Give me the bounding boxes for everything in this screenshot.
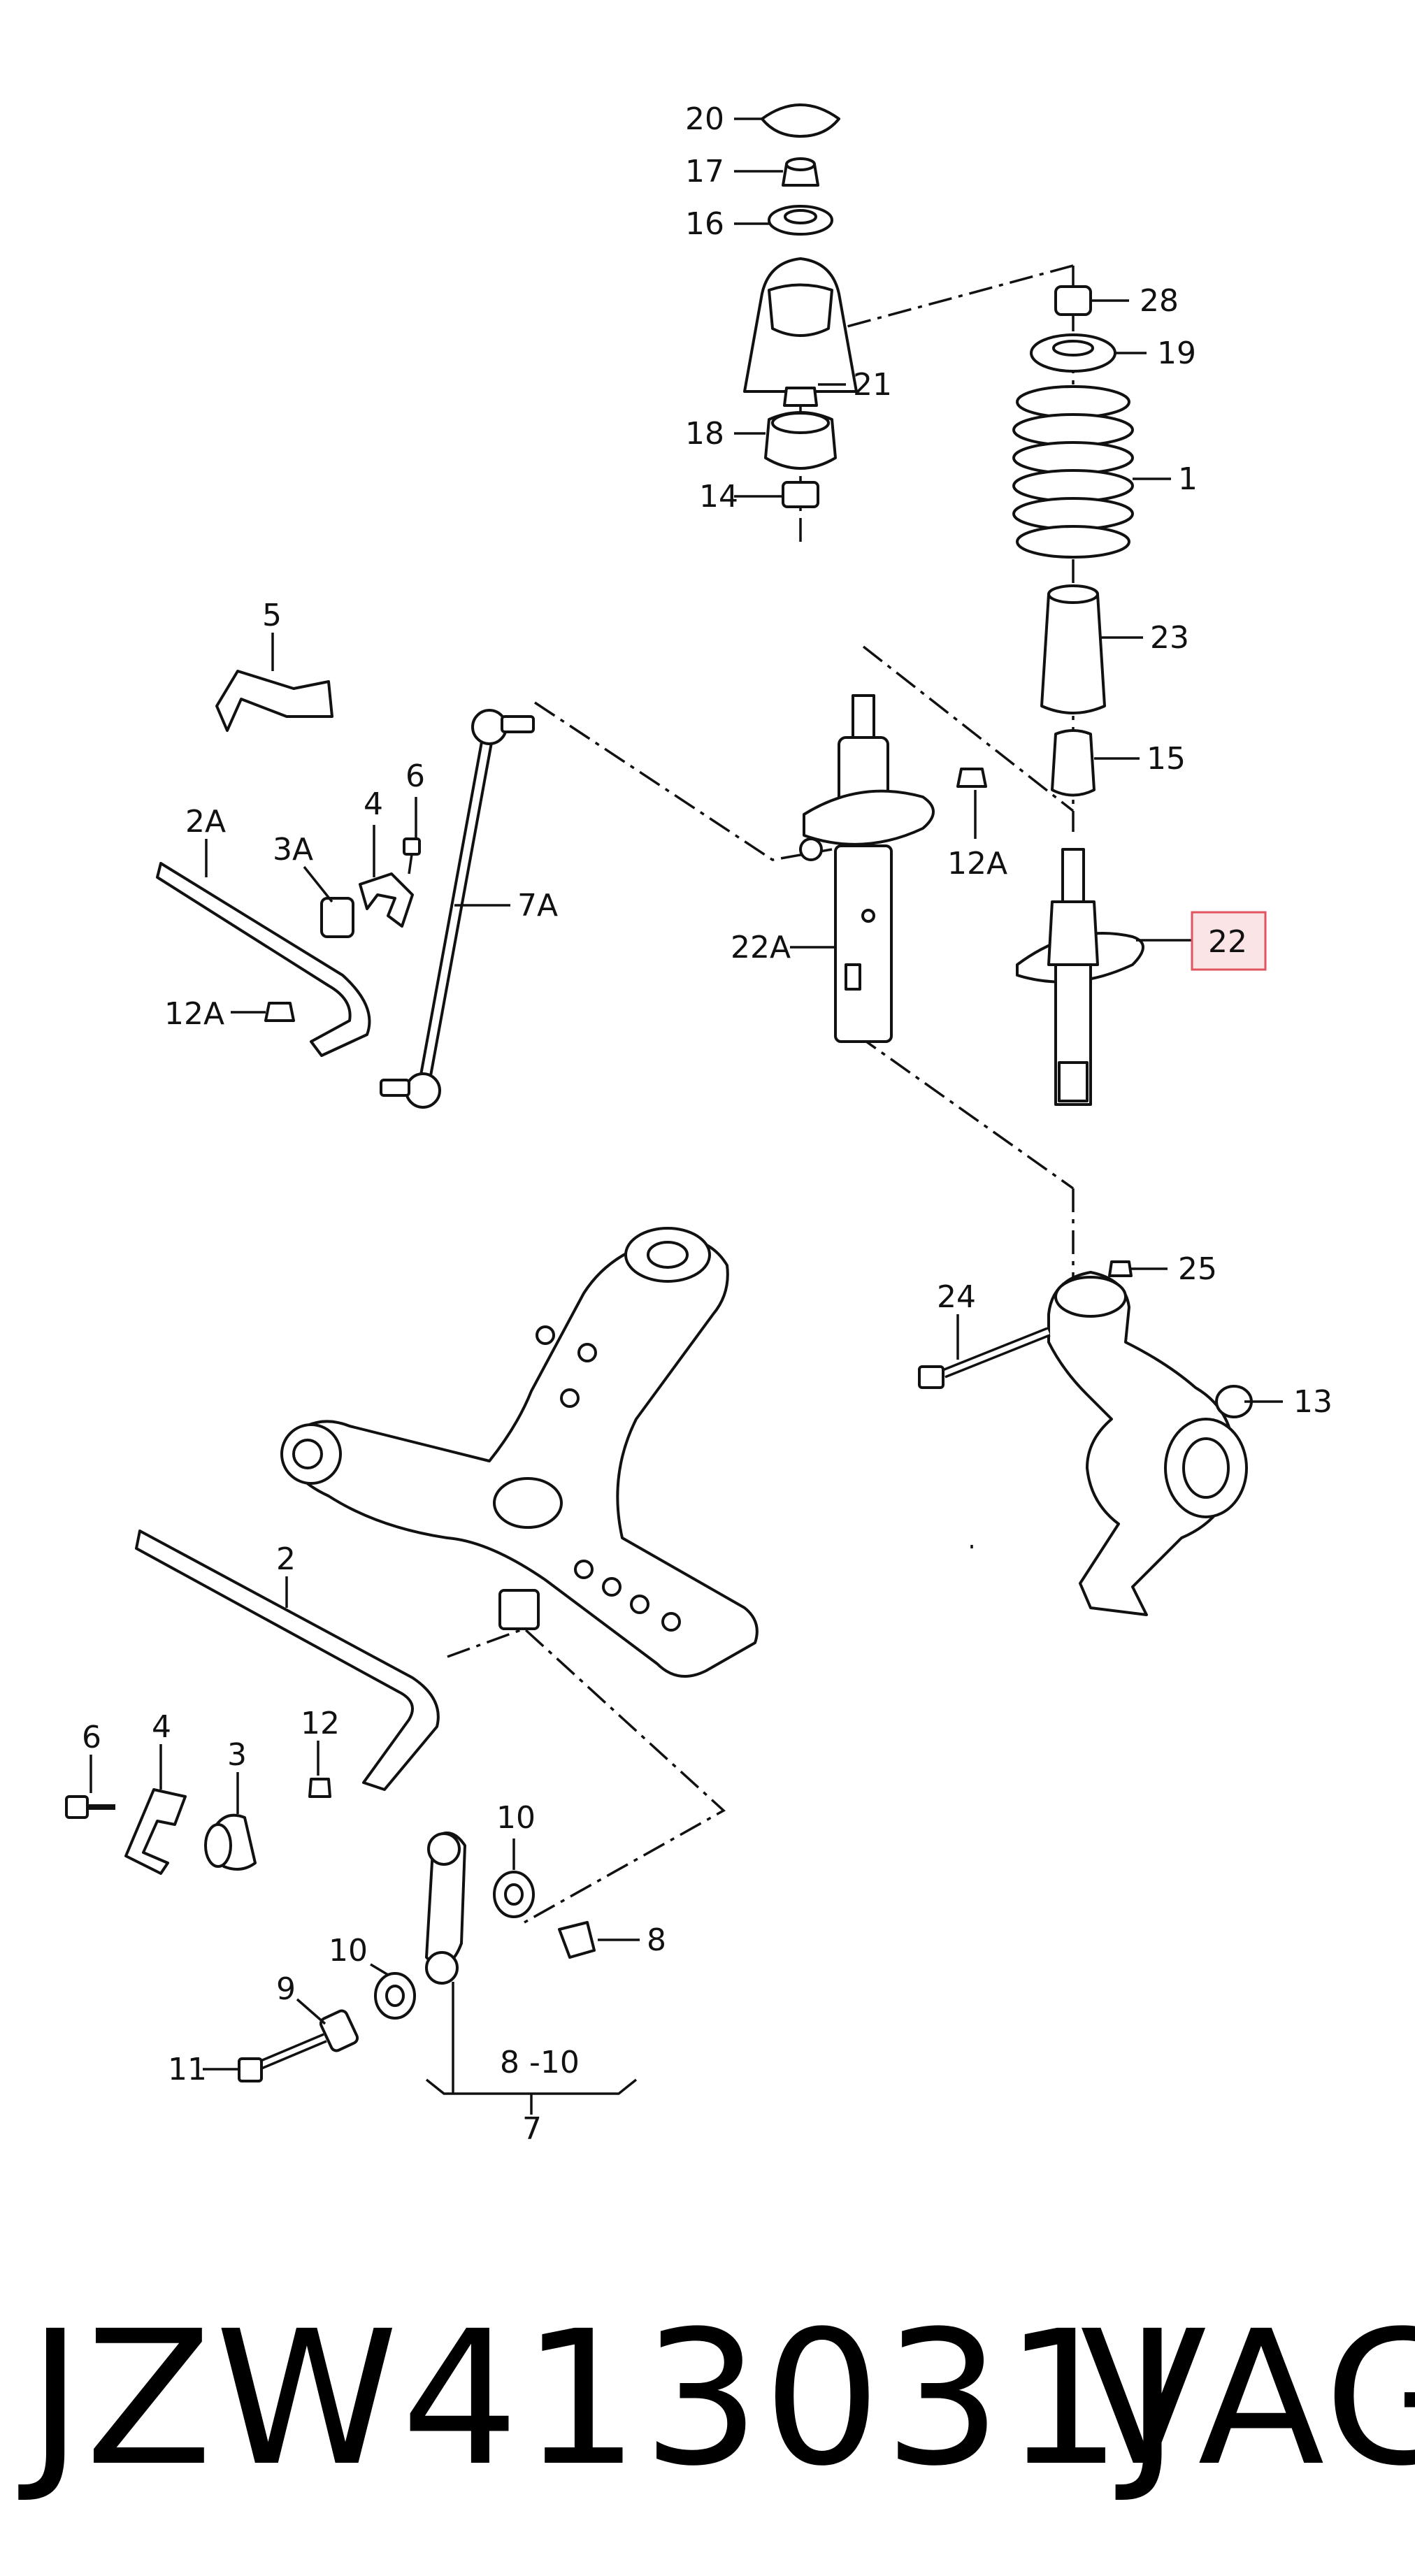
callout-1: 1 (1178, 461, 1198, 497)
callout-24: 24 (937, 1279, 976, 1315)
callout-7: 7 (522, 2111, 542, 2147)
part-8-bolt (558, 1921, 596, 1959)
part-23-bellows (1040, 586, 1106, 714)
callout-8: 8 (647, 1922, 666, 1958)
highlight-callout-22 (1191, 911, 1267, 971)
callout-12A-right: 12A (947, 846, 1007, 882)
part-24-bolt-head (918, 1365, 944, 1389)
callout-21: 21 (853, 367, 892, 403)
control-arm (280, 1227, 759, 1678)
strut-mount-stack (743, 103, 858, 508)
stabilizer-upper (156, 670, 535, 1109)
callout-5: 5 (262, 598, 282, 633)
callout-labels: 20 17 16 21 18 14 28 19 1 23 15 22 12A 2… (82, 101, 1333, 2147)
callout-2: 2 (276, 1541, 296, 1577)
callout-20: 20 (685, 101, 724, 137)
part-number: JZW413031J (28, 2291, 1183, 2507)
callout-19: 19 (1157, 336, 1196, 371)
callout-6-bottom: 6 (82, 1720, 101, 1755)
part-12A-nut-left (264, 1002, 295, 1022)
leader-lines (89, 117, 1283, 2115)
part-2A-bar (156, 862, 371, 1057)
callout-14: 14 (699, 479, 738, 515)
brand-name: VAG (1080, 2291, 1415, 2507)
part-2-bar (135, 1530, 440, 1791)
callout-3A: 3A (273, 832, 313, 868)
callout-22: 22 (1208, 924, 1247, 960)
part-13-knuckle (918, 1260, 1253, 1616)
callout-4-top: 4 (364, 786, 383, 822)
callout-16: 16 (685, 206, 724, 242)
part-28-nut (1054, 285, 1092, 316)
callout-12A-left: 12A (164, 996, 224, 1032)
callout-7A: 7A (517, 888, 558, 923)
callout-11: 11 (168, 2052, 207, 2087)
part-6-bolt-bottom (65, 1795, 89, 1819)
callout-3-bottom: 3 (227, 1737, 247, 1773)
callout-15: 15 (1147, 741, 1186, 777)
callout-9: 9 (276, 1971, 296, 2007)
part-22-shock-absorber (1016, 848, 1144, 1106)
callout-6-top: 6 (405, 758, 425, 794)
part-9-sleeve (319, 2009, 359, 2052)
part-4-clamp-bottom (124, 1788, 187, 1875)
part-1-coil-spring (1012, 385, 1134, 559)
part-5-bracket (215, 670, 333, 732)
stabilizer-lower (65, 1530, 638, 2111)
part-20-cap (761, 103, 840, 138)
callout-17: 17 (685, 154, 724, 189)
part-6-bolt-top (403, 837, 421, 856)
callout-10-a: 10 (496, 1800, 536, 1836)
callout-8-10: 8 -10 (500, 2045, 580, 2080)
callout-13: 13 (1293, 1384, 1333, 1420)
part-12A-nut-right (956, 768, 987, 788)
callout-25: 25 (1178, 1251, 1217, 1287)
part-15-bump-stop (1051, 729, 1096, 797)
callout-18: 18 (685, 416, 724, 452)
part-21-nut (783, 387, 818, 407)
callout-22A: 22A (731, 930, 791, 965)
assembly-guide-lines (447, 264, 1075, 1924)
part-25-nut (1108, 1260, 1133, 1277)
callout-23: 23 (1150, 620, 1189, 656)
part-4-clamp-top (359, 872, 414, 928)
part-11-bolt-head (238, 2057, 263, 2082)
callout-2A: 2A (185, 804, 226, 840)
callout-4-bottom: 4 (152, 1709, 171, 1745)
part-14-spacer (782, 481, 819, 508)
part-22A-strut (799, 694, 987, 1043)
callout-28: 28 (1140, 283, 1179, 319)
callout-12: 12 (301, 1706, 340, 1741)
part-3A-bushing (320, 897, 354, 938)
part-12-nut (308, 1778, 331, 1798)
spring-assembly (1012, 285, 1144, 1106)
callout-10-b: 10 (329, 1933, 368, 1969)
